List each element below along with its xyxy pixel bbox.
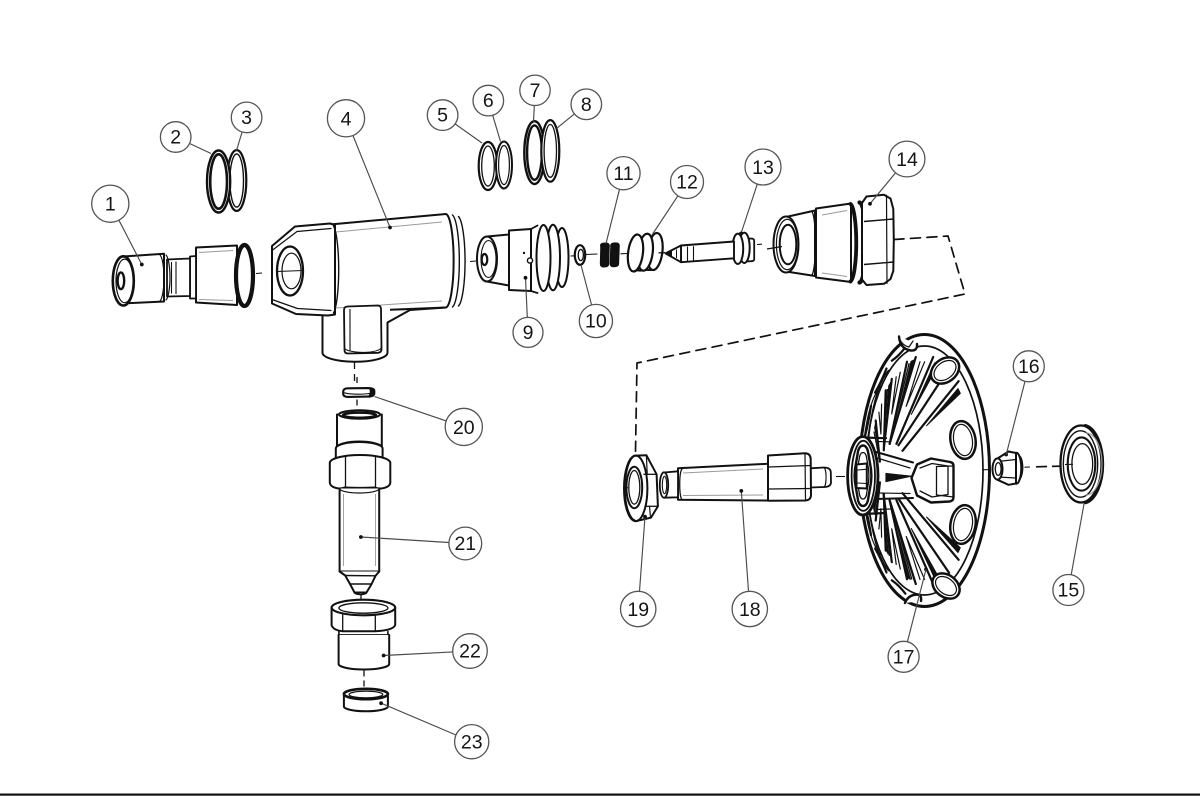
svg-text:6: 6 [483,90,494,112]
svg-text:4: 4 [341,108,352,130]
svg-text:7: 7 [530,80,541,102]
svg-text:14: 14 [896,149,918,171]
svg-text:16: 16 [1018,356,1040,378]
svg-text:5: 5 [437,105,448,127]
svg-text:15: 15 [1058,580,1080,602]
svg-text:10: 10 [585,311,607,333]
svg-text:2: 2 [170,127,181,149]
svg-text:1: 1 [105,194,116,216]
svg-text:22: 22 [459,641,481,663]
svg-text:9: 9 [523,322,534,344]
svg-text:12: 12 [676,172,698,194]
svg-text:11: 11 [613,163,633,185]
svg-text:23: 23 [461,731,483,753]
svg-text:8: 8 [581,94,592,116]
svg-text:3: 3 [241,107,252,129]
svg-text:17: 17 [893,646,915,668]
svg-text:18: 18 [739,599,761,621]
svg-text:19: 19 [627,599,649,621]
svg-text:20: 20 [453,417,475,439]
svg-text:13: 13 [752,157,774,179]
svg-text:21: 21 [454,533,476,555]
